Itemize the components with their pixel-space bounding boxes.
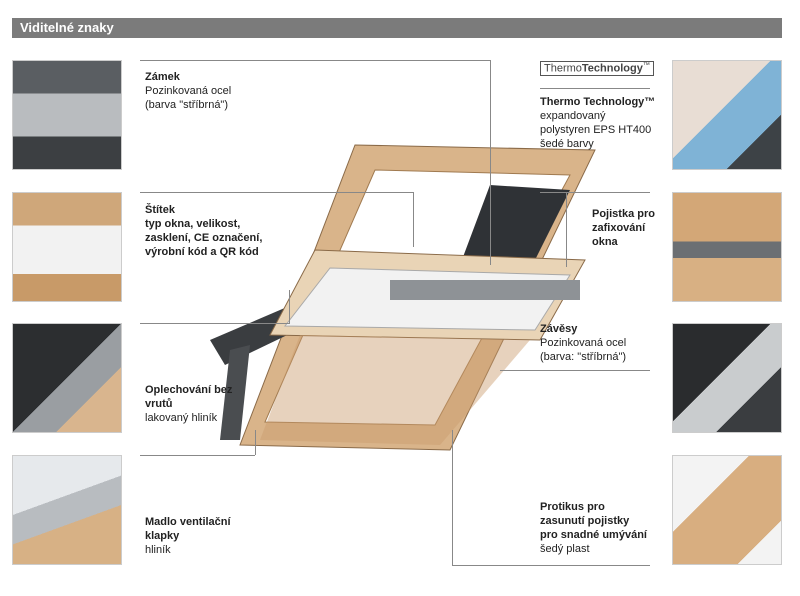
section-header: Viditelné znaky — [12, 18, 782, 38]
counterpart-photo — [672, 455, 782, 565]
hinge-photo — [672, 323, 782, 433]
flashing-photo — [12, 323, 122, 433]
label-photo — [12, 192, 122, 302]
woman-window-photo — [672, 60, 782, 170]
roof-window-illustration — [210, 144, 596, 451]
thermo-technology-logo: ThermoTechnology™ — [540, 61, 654, 76]
lock-photo — [12, 60, 122, 170]
handle-photo — [12, 455, 122, 565]
locking-catch-photo — [672, 192, 782, 302]
